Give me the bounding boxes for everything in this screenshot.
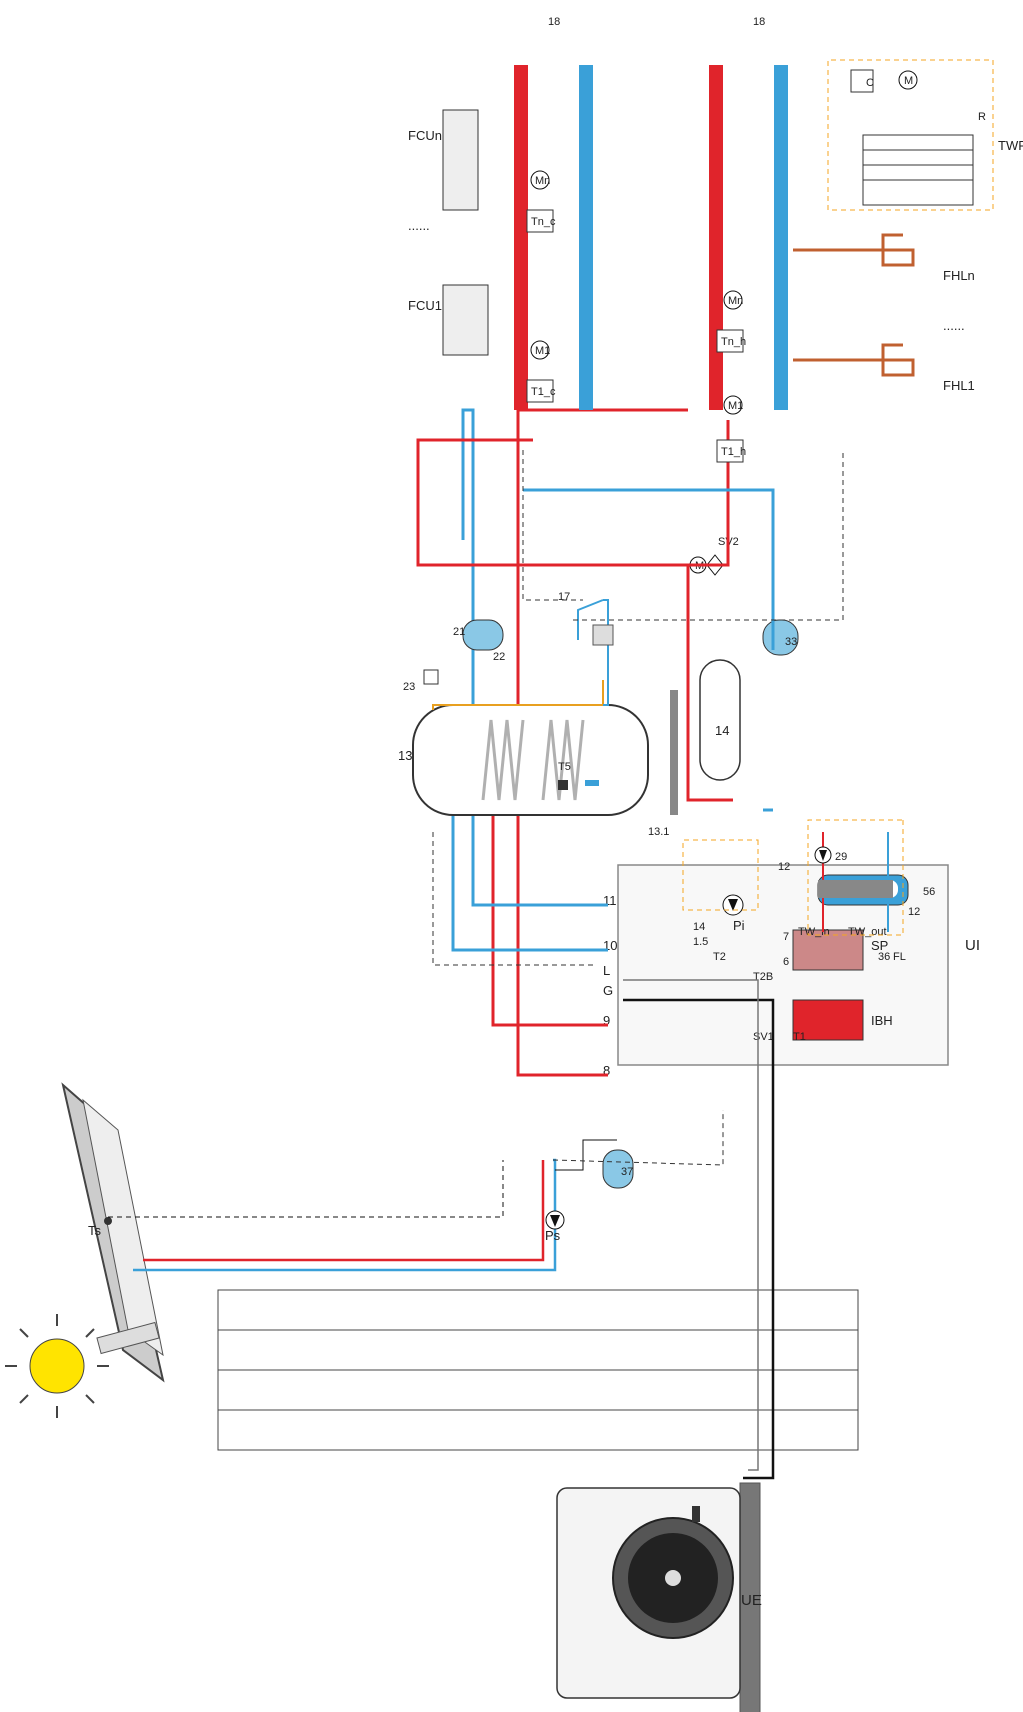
solar-circuit <box>108 1158 557 1272</box>
solar-pump: Ps <box>545 1210 565 1243</box>
label-7: 7 <box>783 931 789 943</box>
label-12a: 12 <box>778 861 790 873</box>
label-33: 33 <box>785 636 797 648</box>
ui-label: UI <box>965 937 980 954</box>
label-13-1: 13.1 <box>648 826 669 838</box>
label-29: 29 <box>835 851 847 863</box>
towel-radiator: C M R TWR <box>827 59 1023 211</box>
m1-h-label: M1 <box>728 400 743 412</box>
sv1-label: SV1 <box>753 1031 774 1043</box>
buffer-tank: 14 <box>699 659 741 781</box>
t1-5-label: 1.5 <box>693 936 708 948</box>
tap-icon <box>592 624 614 646</box>
refrigerant-lines <box>623 979 775 1480</box>
label-12b: 12 <box>908 906 920 918</box>
dhw-tank: T5 13 13.1 <box>398 690 678 838</box>
label-36: 36 <box>878 951 890 963</box>
label-22: 22 <box>493 651 505 663</box>
pi-label: Pi <box>733 918 745 933</box>
inset-29: 29 12 <box>807 819 920 936</box>
ue-label: UE <box>741 1592 762 1609</box>
label-23: 23 <box>403 681 415 693</box>
r-twr-label: R <box>978 111 986 123</box>
dots-fcu: ...... <box>408 218 430 233</box>
label-14-ui: 14 <box>693 921 705 933</box>
expansion-vessel-33: 33 <box>762 619 799 656</box>
fcu1-unit <box>442 284 489 356</box>
t2b-label: T2B <box>753 971 773 983</box>
terminal-8: 8 <box>603 1063 610 1078</box>
floor-manifolds: FHL1 FHLn ...... T1_h Tn_h M1 Mn 18 <box>709 16 975 463</box>
t1-c-label: T1_c <box>531 386 556 398</box>
tw-out-label: TW_out <box>848 926 887 938</box>
terminal-l: L <box>603 963 610 978</box>
outdoor-unit: UE <box>556 1482 762 1712</box>
t2-label: T2 <box>713 951 726 963</box>
distribution-mains <box>416 420 775 812</box>
mn-c-label: Mn <box>535 175 550 187</box>
t5-label: T5 <box>558 761 571 773</box>
dhw-pipework: 23 22 21 17 <box>403 591 614 710</box>
fcu-manifolds: FCU1 FCUn ...... T1_c Tn_c M1 Mn 18 <box>408 16 593 410</box>
ps-label: Ps <box>545 1228 561 1243</box>
m1-c-label: M1 <box>535 345 550 357</box>
terminal-9: 9 <box>603 1013 610 1028</box>
plate-heat-exchanger <box>792 929 864 971</box>
expansion-vessel-37: 37 <box>555 1139 634 1189</box>
label-18b: 18 <box>753 16 765 28</box>
label-17: 17 <box>558 591 570 603</box>
control-wires <box>432 450 844 1166</box>
tw-in-label: TW_in <box>798 926 830 938</box>
indoor-unit: UI 56 SP IBH Pi 14 FL 36 SV1 T1 T2B T2 T… <box>603 864 980 1078</box>
box-12: 12 <box>682 839 790 911</box>
t5-sensor <box>558 780 568 790</box>
fcun-label: FCUn <box>408 128 442 143</box>
ts-label: Ts <box>88 1223 102 1238</box>
label-21: 21 <box>453 626 465 638</box>
fcu1-label: FCU1 <box>408 298 442 313</box>
label-14-buffer: 14 <box>715 723 729 738</box>
ibh-label: IBH <box>871 1013 893 1028</box>
tn-h-label: Tn_h <box>721 336 746 348</box>
twr-label: TWR <box>998 138 1023 153</box>
building-wall <box>217 1289 859 1451</box>
label-56: 56 <box>923 886 935 898</box>
t1-h-label: T1_h <box>721 446 746 458</box>
dots-fhl: ...... <box>943 318 965 333</box>
tn-c-label: Tn_c <box>531 216 556 228</box>
t1-label: T1 <box>793 1031 806 1043</box>
c-twr-label: C <box>866 77 874 89</box>
m-twr-label: M <box>904 75 913 87</box>
mn-h-label: Mn <box>728 295 743 307</box>
backup-heater <box>792 999 864 1041</box>
fhl1-label: FHL1 <box>943 378 975 393</box>
label-18a: 18 <box>548 16 560 28</box>
sv2-valve: M SV2 <box>689 536 739 576</box>
fhln-label: FHLn <box>943 268 975 283</box>
fl-label: FL <box>893 951 906 963</box>
label-13: 13 <box>398 748 412 763</box>
label-6: 6 <box>783 956 789 968</box>
terminal-g: G <box>603 983 613 998</box>
fcun-unit <box>442 109 479 211</box>
solar-panel: Ts <box>61 1082 165 1383</box>
label-37: 37 <box>621 1166 633 1178</box>
sp-label: SP <box>871 938 888 953</box>
sun-icon <box>5 1314 109 1418</box>
